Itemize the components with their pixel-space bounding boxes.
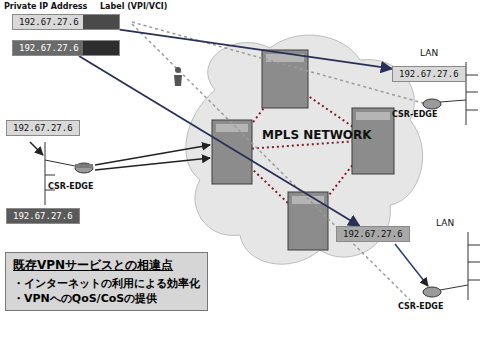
node-text: 192.67.27.6	[343, 229, 403, 239]
node-text: ・VPNへのQoS/CoSの提供	[13, 291, 200, 306]
node-text: 192.67.27.6	[19, 17, 79, 27]
user-icon	[174, 67, 182, 86]
address-box: 192.67.27.6	[6, 120, 80, 136]
node-text: 192.67.27.6	[13, 211, 73, 221]
address-box: 192.67.27.6	[6, 208, 80, 224]
bottom-right-edge-router	[423, 287, 441, 297]
node-text: 既存VPNサービスとの相違点	[13, 257, 200, 274]
access-arrows	[30, 142, 210, 170]
column-header: Private IP Address	[4, 2, 87, 11]
egress-arrow	[395, 244, 428, 286]
label-bar: 192.67.27.6	[12, 14, 120, 30]
router-label: CSR-EDGE	[392, 110, 437, 119]
left-edge-router	[75, 163, 93, 173]
core-routers	[212, 50, 394, 250]
label-bar: 192.67.27.6	[12, 40, 120, 56]
router-label: CSR-EDGE	[48, 182, 93, 191]
top-right-edge-router	[423, 99, 441, 109]
node-text: 192.67.27.6	[13, 123, 73, 133]
bottom-right-lan	[440, 232, 480, 300]
column-header: Label (VPI/VCI)	[100, 2, 167, 11]
lan-label: LAN	[420, 48, 438, 58]
mpls-cloud	[186, 35, 423, 264]
router-label: CSR-EDGE	[398, 302, 443, 311]
node-text: 192.67.27.6	[19, 43, 79, 53]
network-name: MPLS NETWORK	[262, 128, 372, 142]
address-box: 192.67.27.6	[392, 66, 466, 82]
note-box: 既存VPNサービスとの相違点・インターネットの利用による効率化・VPNへのQoS…	[5, 252, 208, 311]
address-box: 192.67.27.6	[336, 226, 410, 242]
lan-label: LAN	[436, 218, 454, 228]
left-lan	[45, 142, 75, 205]
router-faces	[216, 54, 390, 204]
node-text: ・インターネットの利用による効率化	[13, 276, 200, 291]
route-arrow	[120, 30, 392, 69]
node-text: 192.67.27.6	[399, 69, 459, 79]
